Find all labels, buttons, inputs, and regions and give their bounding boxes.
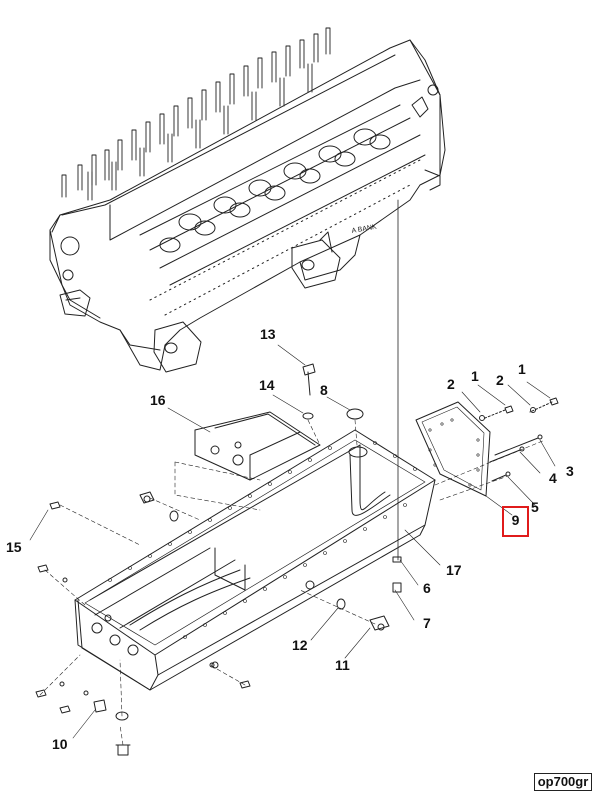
figure-id-label: op700gr xyxy=(534,773,592,791)
callout-5: 5 xyxy=(531,499,539,515)
leader-lines xyxy=(30,345,555,745)
engine-block: A BANK xyxy=(50,28,445,372)
callout-16: 16 xyxy=(150,392,166,408)
callout-12: 12 xyxy=(292,637,308,653)
callout-17: 17 xyxy=(446,562,462,578)
callout-1a: 1 xyxy=(518,361,526,377)
callout-10: 10 xyxy=(52,736,68,752)
callout-14: 14 xyxy=(259,377,275,393)
callout-9: 9 xyxy=(511,512,520,528)
callout-6: 6 xyxy=(423,580,431,596)
callout-1b: 1 xyxy=(471,368,479,384)
engine-marking: A BANK xyxy=(351,224,377,235)
callout-4: 4 xyxy=(549,470,557,486)
callout-11: 11 xyxy=(335,657,350,673)
cover-plate xyxy=(195,412,320,480)
highlight-box xyxy=(502,506,529,537)
callout-15: 15 xyxy=(6,539,22,555)
callout-3: 3 xyxy=(566,463,574,479)
oil-pan xyxy=(75,430,435,690)
side-cover-gasket xyxy=(416,402,490,496)
callout-8: 8 xyxy=(320,382,328,398)
callout-2a: 2 xyxy=(447,376,455,392)
callout-13: 13 xyxy=(260,326,276,342)
callout-2b: 2 xyxy=(496,372,504,388)
callout-7: 7 xyxy=(423,615,431,631)
